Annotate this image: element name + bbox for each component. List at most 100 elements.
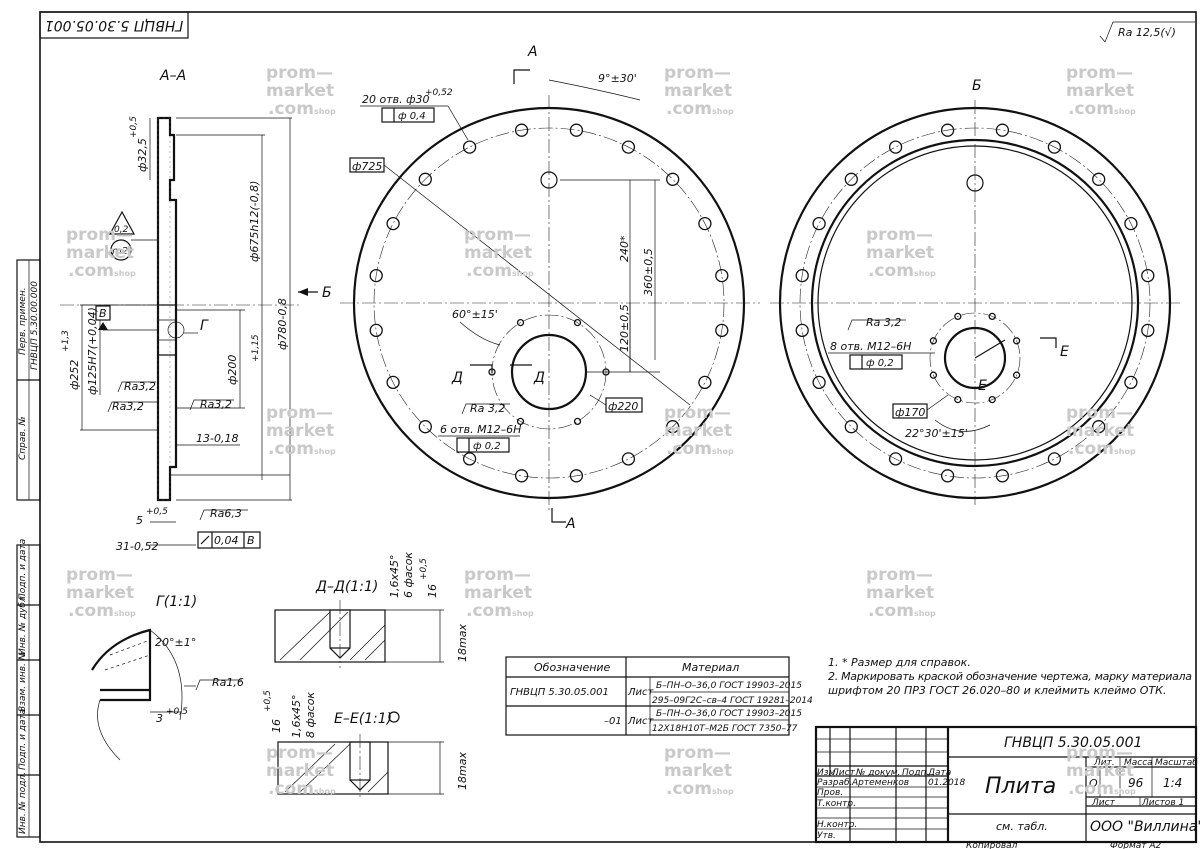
holes-8-label: 8 отв. М12–6Н <box>830 340 911 353</box>
chamfers-8: 8 фасок <box>304 692 317 738</box>
section-d-left: Д <box>451 370 463 386</box>
pos-02-b: ф 0,2 <box>866 358 894 369</box>
dim-d220: ф220 <box>608 400 638 413</box>
bolt-hole <box>698 216 712 231</box>
svg-text:.com: .com <box>1068 779 1114 799</box>
view-b-arrow-label: Б <box>322 285 332 301</box>
stamp-podp-data-2: Подп. и дата <box>18 709 28 770</box>
threaded-hole <box>516 318 525 327</box>
detail-g: Г(1:1) 20°±1° Ra1,6 3 +0,5 <box>91 594 244 761</box>
bolt-hole <box>569 123 584 137</box>
svg-text:shop: shop <box>1114 787 1136 796</box>
bolt-hole <box>795 268 809 283</box>
note-2-cont: шрифтом 20 ПР3 ГОСТ 26.020–80 и клеймить… <box>828 684 1166 697</box>
tb-razrab: Разраб. <box>817 778 852 788</box>
bolt-hole <box>812 216 826 231</box>
tb-sheet: Лист <box>1091 798 1116 808</box>
svg-text:prom—: prom— <box>66 565 133 585</box>
tb-nkontr: Н.контр. <box>817 820 857 830</box>
table-row1-code: ГНВЦП 5.30.05.001 <box>510 687 609 698</box>
bolt-hole <box>795 323 809 338</box>
bolt-hole <box>462 140 477 154</box>
stamp-inv-podl: Инв. № подл. <box>18 772 28 834</box>
section-e-center: Е <box>978 378 987 394</box>
flatness-datum: В <box>247 534 255 547</box>
chamfer-dd: 1,6x45° <box>388 554 401 598</box>
dim-5: 5 <box>136 514 143 527</box>
dim-16-ee: 16 <box>270 719 283 733</box>
svg-text:shop: shop <box>914 609 936 618</box>
table-row2-a: Б–ПН–О–36,0 ГОСТ 19903–2015 <box>656 709 802 719</box>
section-e-right: Е <box>1060 344 1069 360</box>
svg-text:shop: shop <box>314 107 336 116</box>
svg-text:market: market <box>266 761 334 781</box>
ra-32-c: Ra3,2 <box>200 398 232 411</box>
svg-text:market: market <box>1066 81 1134 101</box>
bolt-hole <box>569 469 584 483</box>
table-header-mat: Материал <box>682 661 739 674</box>
bolt-hole <box>1047 452 1062 466</box>
bolt-hole <box>514 123 529 137</box>
svg-text:shop: shop <box>1114 107 1136 116</box>
table-row2-b: 12Х18Н10Т–М2Б ГОСТ 7350–77 <box>652 724 798 734</box>
table-header-code: Обозначение <box>534 661 611 674</box>
table-row1-b: 295–09Г2С–св–4 ГОСТ 19281–2014 <box>652 696 813 706</box>
svg-text:shop: shop <box>1114 447 1136 456</box>
threaded-hole <box>929 371 938 379</box>
holes-20-label: 20 отв. ф30 <box>362 93 430 106</box>
view-b: Б Ra 3,2 8 отв. М12–6Н ф 0,2 ф170 22°30'… <box>770 78 1180 505</box>
bolt-hole <box>812 375 826 390</box>
tb-podp: Подп. <box>902 768 929 778</box>
dim-d725: ф725 <box>352 160 382 173</box>
bolt-hole <box>995 123 1010 137</box>
dim-16-dd-tol: +0,5 <box>419 558 429 580</box>
svg-text:shop: shop <box>512 609 534 618</box>
threaded-hole <box>929 337 938 345</box>
svg-text:.com: .com <box>68 261 114 281</box>
plate-hatch <box>157 117 171 501</box>
stamp-podp-data-1: Подп. и дата <box>18 539 28 600</box>
bolt-hole <box>715 323 729 338</box>
svg-text:prom—: prom— <box>1066 403 1133 423</box>
svg-text:market: market <box>866 583 934 603</box>
detail-g-title: Г(1:1) <box>156 594 197 610</box>
stamp-inv-dubl: Инв. № дубл. <box>18 593 28 655</box>
svg-text:.com: .com <box>868 261 914 281</box>
dim-240: 240* <box>618 235 631 262</box>
dim-360: 360±0,5 <box>642 248 655 296</box>
stamp-vzam-inv: Взам. инв. № <box>18 651 28 712</box>
threaded-hole <box>954 312 962 321</box>
section-d-d: Д–Д(1:1) 1,6x45° 6 фасок 16 +0,5 18max <box>274 552 469 668</box>
technical-notes: 1. * Размер для справок. 2. Маркировать … <box>828 656 1192 697</box>
bolt-hole <box>1141 268 1155 283</box>
bolt-hole <box>1092 420 1106 434</box>
tb-lit-value: О <box>1089 777 1098 790</box>
bolt-hole <box>621 452 636 466</box>
svg-text:prom—: prom— <box>664 63 731 83</box>
tb-format: Формат А2 <box>1110 841 1162 849</box>
ra-63: Ra6,3 <box>210 507 242 520</box>
svg-text:market: market <box>464 583 532 603</box>
svg-text:prom—: prom— <box>66 225 133 245</box>
svg-text:.com: .com <box>666 99 712 119</box>
dim-3-tol: +0,5 <box>166 707 188 717</box>
svg-text:.com: .com <box>268 439 314 459</box>
tb-copied: Копировал <box>966 841 1018 849</box>
bolt-hole <box>621 140 636 154</box>
table-row2-code: –01 <box>604 716 622 727</box>
bolt-hole <box>514 469 529 483</box>
svg-text:market: market <box>66 243 134 263</box>
stamp-perv-primen: Перв. примен. <box>18 287 28 355</box>
stamp-sprav: Справ. № <box>18 416 28 460</box>
svg-text:shop: shop <box>314 787 336 796</box>
table-row2-list: Лист <box>627 716 655 727</box>
angle-22: 22°30'±15' <box>905 427 968 440</box>
